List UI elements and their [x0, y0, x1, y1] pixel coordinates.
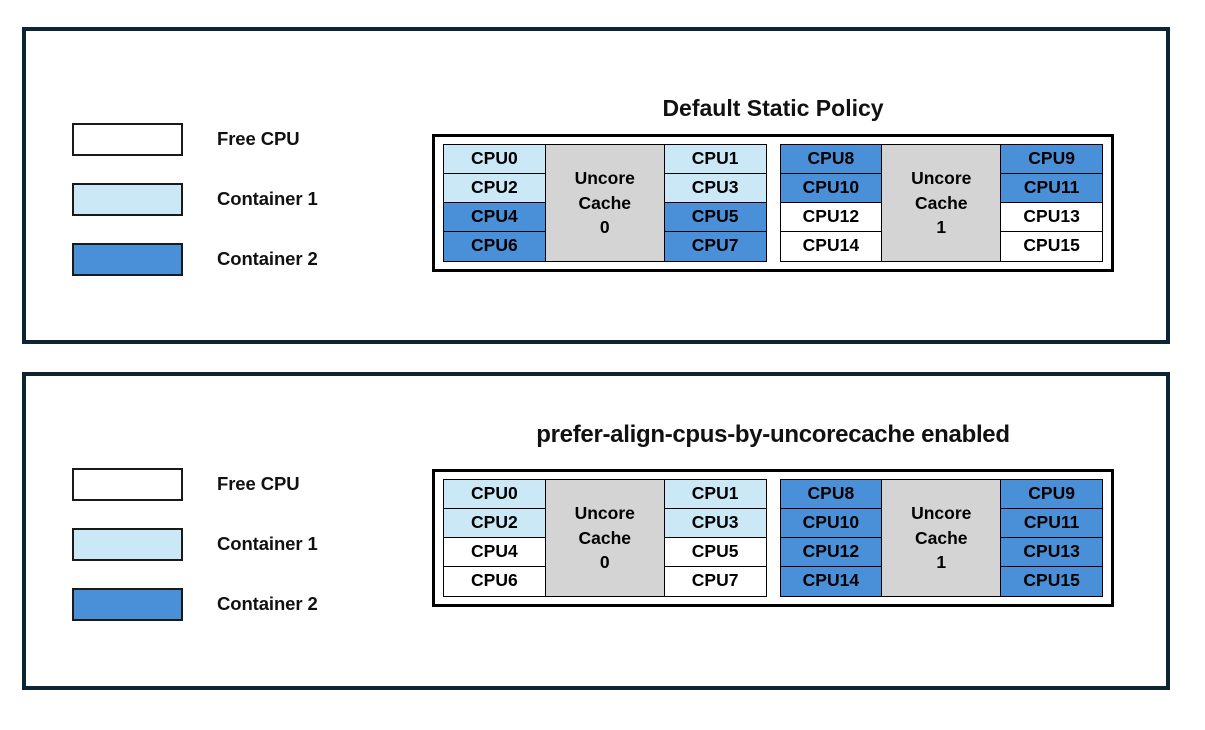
- uncore-cache-index: 1: [936, 552, 947, 573]
- legend-label-container-2: Container 2: [217, 593, 318, 614]
- legend-swatch-container-1: [72, 527, 183, 561]
- uncore-cache-line1: Uncore: [574, 167, 635, 188]
- cpu-cell: CPU10: [780, 174, 882, 203]
- cpu-cell: CPU5: [664, 538, 766, 567]
- legend-label-container-2: Container 2: [217, 248, 318, 269]
- cpu-cell: CPU1: [664, 480, 766, 509]
- panel-prefer-align-cpus-by-uncorecache: Free CPU Container 1 Container 2 prefer-…: [22, 372, 1170, 690]
- socket-group-0-top: CPU0 CPU2 CPU4 CPU6 Uncore Cache 0 CPU1 …: [443, 144, 767, 262]
- cpu-cell: CPU15: [1001, 232, 1102, 261]
- cpu-cell: CPU4: [444, 538, 545, 567]
- cpu-cell: CPU2: [444, 509, 545, 538]
- uncore-cache-index: 1: [936, 217, 947, 238]
- legend-top: Free CPU Container 1 Container 2: [72, 109, 318, 289]
- cpu-cell: CPU6: [444, 567, 545, 596]
- cpu-cell: CPU2: [444, 174, 545, 203]
- cpu-column-right-socket-0-top: CPU1 CPU3 CPU5 CPU7: [664, 145, 766, 261]
- socket-group-1-top: CPU8 CPU10 CPU12 CPU14 Uncore Cache 1 CP…: [779, 144, 1103, 262]
- cpu-topology-table-bottom: CPU0 CPU2 CPU4 CPU6 Uncore Cache 0 CPU1 …: [432, 469, 1114, 607]
- legend-item-container-1: Container 1: [72, 169, 318, 229]
- diagram-title-bottom: prefer-align-cpus-by-uncorecache enabled: [536, 421, 1010, 448]
- cpu-cell: CPU7: [664, 232, 766, 261]
- cpu-cell: CPU4: [444, 203, 545, 232]
- cpu-column-left-socket-0-top: CPU0 CPU2 CPU4 CPU6: [444, 145, 545, 261]
- legend-label-container-1: Container 1: [217, 188, 318, 209]
- cpu-column-left-socket-1-bottom: CPU8 CPU10 CPU12 CPU14: [780, 480, 882, 596]
- cpu-cell: CPU5: [664, 203, 766, 232]
- cpu-column-right-socket-1-top: CPU9 CPU11 CPU13 CPU15: [1001, 145, 1102, 261]
- uncore-cache-block-1-top: Uncore Cache 1: [881, 145, 1002, 261]
- legend-swatch-container-2: [72, 242, 183, 276]
- legend-item-container-1: Container 1: [72, 514, 318, 574]
- cpu-cell: CPU6: [444, 232, 545, 261]
- cpu-cell: CPU11: [1001, 174, 1102, 203]
- legend-swatch-container-2: [72, 587, 183, 621]
- uncore-cache-line1: Uncore: [911, 502, 972, 523]
- legend-label-free-cpu: Free CPU: [217, 473, 300, 494]
- uncore-cache-line2: Cache: [578, 527, 632, 548]
- legend-swatch-free-cpu: [72, 467, 183, 501]
- legend-bottom: Free CPU Container 1 Container 2: [72, 454, 318, 634]
- uncore-cache-line1: Uncore: [911, 167, 972, 188]
- uncore-cache-line2: Cache: [914, 192, 968, 213]
- cpu-cell: CPU0: [444, 480, 545, 509]
- cpu-column-left-socket-1-top: CPU8 CPU10 CPU12 CPU14: [780, 145, 882, 261]
- uncore-cache-line2: Cache: [578, 192, 632, 213]
- legend-swatch-free-cpu: [72, 122, 183, 156]
- uncore-cache-block-1-bottom: Uncore Cache 1: [881, 480, 1002, 596]
- cpu-topology-table-top: CPU0 CPU2 CPU4 CPU6 Uncore Cache 0 CPU1 …: [432, 134, 1114, 272]
- legend-item-container-2: Container 2: [72, 229, 318, 289]
- legend-label-container-1: Container 1: [217, 533, 318, 554]
- uncore-cache-block-0-top: Uncore Cache 0: [544, 145, 665, 261]
- uncore-cache-block-0-bottom: Uncore Cache 0: [544, 480, 665, 596]
- diagram-title-top: Default Static Policy: [662, 95, 884, 121]
- cpu-column-left-socket-0-bottom: CPU0 CPU2 CPU4 CPU6: [444, 480, 545, 596]
- socket-group-0-bottom: CPU0 CPU2 CPU4 CPU6 Uncore Cache 0 CPU1 …: [443, 479, 767, 597]
- legend-item-container-2: Container 2: [72, 574, 318, 634]
- uncore-cache-index: 0: [599, 217, 610, 238]
- cpu-cell: CPU3: [664, 509, 766, 538]
- cpu-cell: CPU15: [1001, 567, 1102, 596]
- cpu-column-right-socket-1-bottom: CPU9 CPU11 CPU13 CPU15: [1001, 480, 1102, 596]
- cpu-cell: CPU12: [780, 203, 882, 232]
- cpu-column-right-socket-0-bottom: CPU1 CPU3 CPU5 CPU7: [664, 480, 766, 596]
- cpu-cell: CPU3: [664, 174, 766, 203]
- panel-default-static-policy: Free CPU Container 1 Container 2 Default…: [22, 27, 1170, 344]
- cpu-cell: CPU14: [780, 232, 882, 261]
- legend-swatch-container-1: [72, 182, 183, 216]
- legend-item-free-cpu: Free CPU: [72, 454, 318, 514]
- cpu-cell: CPU0: [444, 145, 545, 174]
- cpu-cell: CPU8: [780, 145, 882, 174]
- cpu-cell: CPU13: [1001, 538, 1102, 567]
- cpu-cell: CPU7: [664, 567, 766, 596]
- cpu-cell: CPU11: [1001, 509, 1102, 538]
- legend-item-free-cpu: Free CPU: [72, 109, 318, 169]
- cpu-cell: CPU9: [1001, 480, 1102, 509]
- cpu-cell: CPU14: [780, 567, 882, 596]
- cpu-cell: CPU12: [780, 538, 882, 567]
- uncore-cache-line2: Cache: [914, 527, 968, 548]
- cpu-cell: CPU8: [780, 480, 882, 509]
- uncore-cache-index: 0: [599, 552, 610, 573]
- cpu-cell: CPU13: [1001, 203, 1102, 232]
- cpu-cell: CPU9: [1001, 145, 1102, 174]
- uncore-cache-line1: Uncore: [574, 502, 635, 523]
- cpu-cell: CPU1: [664, 145, 766, 174]
- socket-group-1-bottom: CPU8 CPU10 CPU12 CPU14 Uncore Cache 1 CP…: [779, 479, 1103, 597]
- cpu-cell: CPU10: [780, 509, 882, 538]
- legend-label-free-cpu: Free CPU: [217, 128, 300, 149]
